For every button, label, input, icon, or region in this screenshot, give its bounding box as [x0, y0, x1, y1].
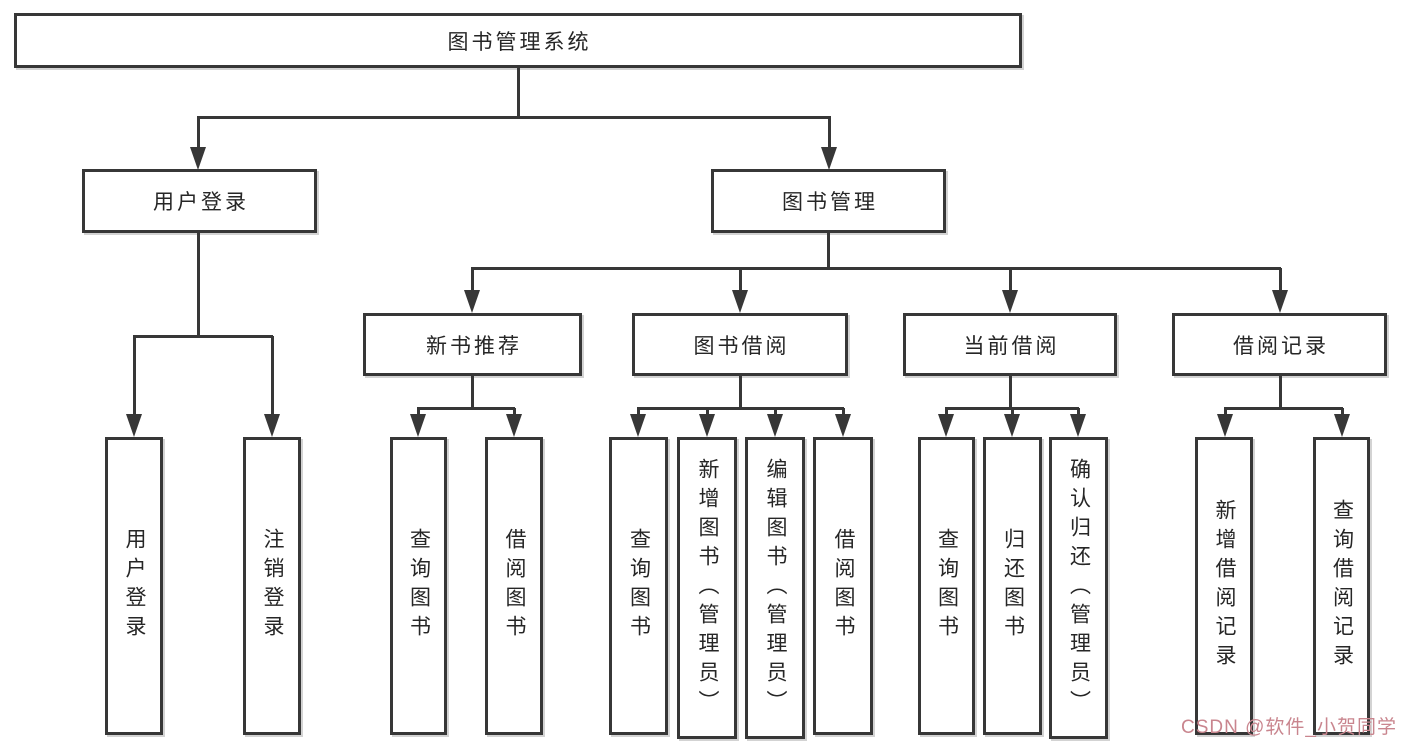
connector-line [739, 375, 742, 410]
node-leaf-query-books-3: 查询图书 [918, 437, 975, 735]
connector-line [133, 335, 273, 338]
connector-line [1009, 375, 1012, 408]
arrow-down-icon [938, 414, 954, 437]
connector-line [739, 268, 742, 294]
arrow-down-icon [699, 414, 715, 437]
connector-line [417, 407, 515, 410]
connector-line [1279, 268, 1282, 294]
arrow-down-icon [630, 414, 646, 437]
arrow-down-icon [835, 414, 851, 437]
node-leaf-query-borrow-record: 查询借阅记录 [1313, 437, 1370, 735]
arrow-down-icon [821, 147, 837, 170]
arrow-down-icon [506, 414, 522, 437]
connector-line [945, 407, 1079, 410]
connector-line [1279, 375, 1282, 410]
node-leaf-return-books: 归还图书 [983, 437, 1042, 735]
connector-line [471, 375, 474, 410]
arrow-down-icon [1334, 414, 1350, 437]
node-book-borrowing: 图书借阅 [632, 313, 848, 376]
connector-line [471, 267, 1281, 270]
connector-line [828, 117, 831, 151]
node-leaf-edit-books-admin: 编辑图书（管理员） [745, 437, 805, 739]
connector-line [827, 232, 830, 270]
node-leaf-add-books-admin: 新增图书（管理员） [677, 437, 737, 739]
arrow-down-icon [1272, 290, 1288, 313]
arrow-down-icon [732, 290, 748, 313]
node-library-management-system: 图书管理系统 [14, 13, 1022, 68]
arrow-down-icon [464, 290, 480, 313]
arrow-down-icon [1217, 414, 1233, 437]
node-book-management: 图书管理 [711, 169, 946, 233]
node-leaf-query-books-1: 查询图书 [390, 437, 447, 735]
node-leaf-query-books-2: 查询图书 [609, 437, 668, 735]
node-leaf-add-borrow-record: 新增借阅记录 [1195, 437, 1253, 735]
arrow-down-icon [264, 414, 280, 437]
arrow-down-icon [410, 414, 426, 437]
connector-line [1009, 268, 1012, 294]
node-leaf-user-login: 用户登录 [105, 437, 163, 735]
connector-line [133, 336, 136, 416]
connector-line [637, 407, 844, 410]
connector-line [197, 117, 200, 151]
node-leaf-borrow-books-1: 借阅图书 [485, 437, 543, 735]
connector-line [517, 67, 520, 119]
node-user-login: 用户登录 [82, 169, 317, 233]
node-leaf-confirm-return-admin: 确认归还（管理员） [1049, 437, 1108, 739]
arrow-down-icon [126, 414, 142, 437]
node-borrowing-records: 借阅记录 [1172, 313, 1387, 376]
watermark: CSDN @软件_小贺同学 [1181, 717, 1397, 738]
connector-line [271, 336, 274, 416]
connector-line [1224, 407, 1343, 410]
arrow-down-icon [1070, 414, 1086, 437]
node-leaf-logout: 注销登录 [243, 437, 301, 735]
arrow-down-icon [1002, 290, 1018, 313]
arrow-down-icon [190, 147, 206, 170]
arrow-down-icon [767, 414, 783, 437]
connector-line [197, 116, 831, 119]
node-current-borrowing: 当前借阅 [903, 313, 1117, 376]
node-new-book-recommend: 新书推荐 [363, 313, 582, 376]
connector-line [471, 268, 474, 294]
connector-line [197, 232, 200, 338]
arrow-down-icon [1004, 414, 1020, 437]
node-leaf-borrow-books-2: 借阅图书 [813, 437, 873, 735]
